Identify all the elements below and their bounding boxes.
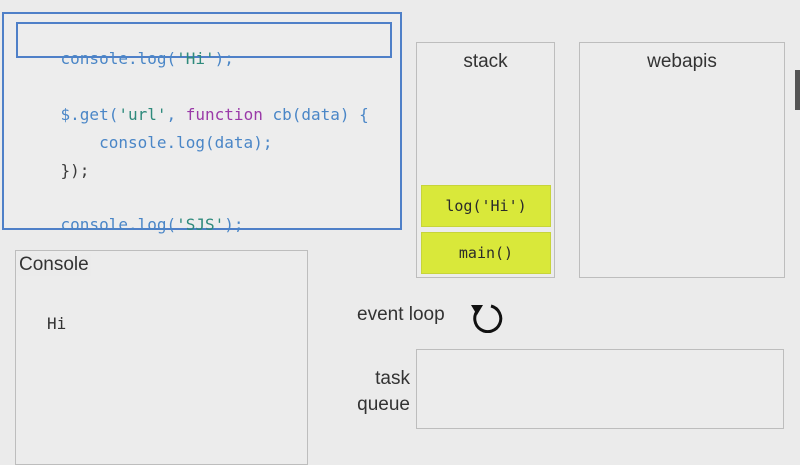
code-panel: console.log('Hi'); $.get('url', function…: [2, 12, 402, 234]
code-line-2: $.get('url', function cb(data) {: [22, 86, 369, 143]
webapis-title: webapis: [647, 51, 717, 72]
stack-frame-log: log('Hi'): [421, 185, 551, 227]
code-string: 'url': [118, 105, 167, 124]
code-token: console.log(: [60, 49, 177, 68]
code-string: 'Hi': [176, 49, 215, 68]
code-line-5: console.log('SJS');: [22, 196, 244, 253]
webapis-panel: webapis: [579, 42, 785, 278]
code-line-4: });: [22, 142, 90, 199]
stack-frame-main: main(): [421, 232, 551, 274]
edge-tab: [795, 70, 800, 110]
code-token: cb(data) {: [262, 105, 369, 124]
code-token: console.log(data);: [60, 133, 273, 152]
console-panel: [15, 250, 308, 465]
code-token: $.get(: [60, 105, 119, 124]
task-queue-label-line1: task: [375, 368, 410, 389]
code-keyword: function: [185, 105, 263, 124]
code-token: });: [60, 161, 90, 180]
current-line-highlight: [16, 22, 392, 58]
call-stack-panel: stack log('Hi') main(): [416, 42, 555, 278]
console-title: Console: [17, 254, 91, 276]
task-queue-label-line2: queue: [357, 394, 410, 415]
task-queue-panel: [416, 349, 784, 429]
stack-title: stack: [463, 51, 508, 72]
event-loop-label: event loop: [357, 304, 445, 325]
code-token: ,: [166, 105, 186, 124]
code-token: );: [224, 215, 244, 234]
code-line-1: console.log('Hi');: [22, 30, 234, 87]
code-token: );: [214, 49, 234, 68]
circular-arrow-icon: [471, 304, 503, 333]
code-string: 'SJS': [176, 215, 225, 234]
code-line-3: console.log(data);: [22, 114, 272, 171]
console-output-line: Hi: [47, 314, 67, 333]
task-queue-label: task queue: [342, 366, 410, 418]
code-token: console.log(: [60, 215, 177, 234]
